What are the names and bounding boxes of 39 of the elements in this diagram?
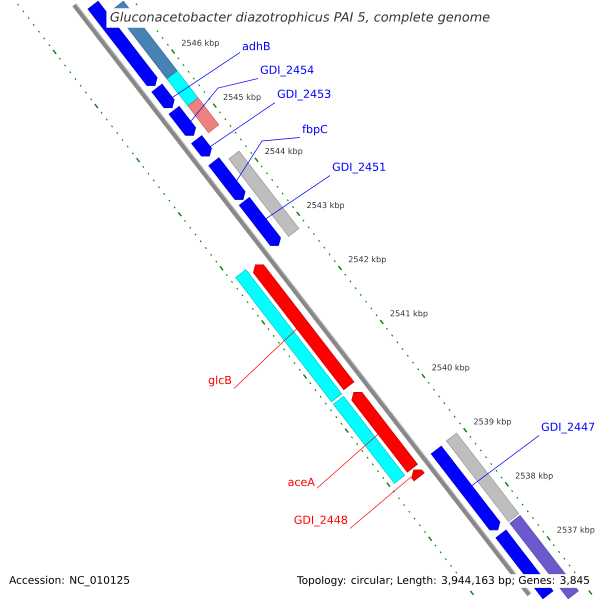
tick-label: 2544 kbp [265, 148, 302, 156]
tick-label: 2542 kbp [348, 256, 386, 264]
gene-label: GDI_2451 [332, 162, 386, 174]
tick-label: 2540 kbp [432, 364, 470, 372]
gene-block [235, 269, 342, 402]
tick-label: 2543 kbp [307, 202, 344, 210]
tick-label: 2545 kbp [224, 94, 261, 102]
gene-block [168, 106, 196, 136]
leader-line [234, 328, 298, 389]
tick-label: 2546 kbp [182, 40, 219, 48]
tick-label: 2537 kbp [557, 526, 594, 534]
gene-block [430, 446, 500, 530]
leader-line [266, 175, 330, 220]
gene-label: GDI_2454 [260, 66, 314, 76]
tick-label: 2541 kbp [390, 310, 428, 318]
gene-label: GDI_2448 [294, 516, 348, 526]
gene-block [208, 157, 246, 200]
gene-block [253, 264, 354, 390]
gene-label: fbpC [302, 124, 328, 136]
leader-line [210, 102, 276, 147]
gene-label: GDI_2447 [542, 422, 594, 434]
tick-label: 2539 kbp [474, 418, 512, 426]
leader-line [316, 434, 378, 489]
gene-block [166, 70, 198, 106]
gene-block [191, 135, 212, 156]
leader-line [350, 476, 412, 529]
leader-line [236, 137, 300, 181]
gene-label: GDI_2453 [278, 90, 330, 100]
leader-line [472, 435, 540, 486]
gene-block [411, 470, 425, 482]
accession-text: Accession: NC_010125 [7, 574, 132, 588]
tick-label: 2538 kbp [516, 472, 553, 480]
gene-label: adhB [242, 42, 270, 50]
leader-line [190, 78, 258, 122]
leader-line [172, 52, 240, 98]
summary-text: Topology: circular; Length: 3,944,163 bp; Genes: 3,845 [295, 574, 592, 588]
title: Gluconacetobacter diazotrophicus PAI 5, complete genome [106, 8, 494, 28]
gene-label: aceA [288, 478, 315, 486]
gene-label: glcB [208, 376, 232, 386]
